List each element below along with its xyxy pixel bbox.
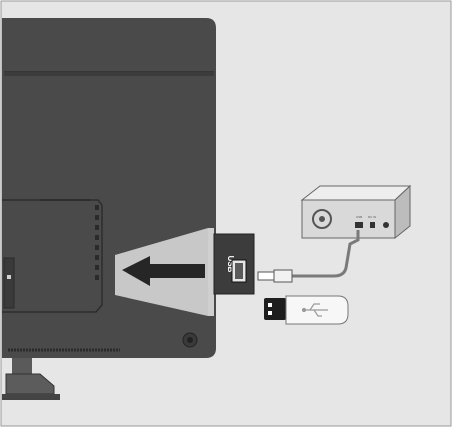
usb-port-panel: USB <box>213 233 255 295</box>
usb-cable <box>290 230 360 278</box>
drive-port-label-usb: USB <box>356 215 362 219</box>
usb-symbol-icon <box>301 303 328 317</box>
external-hdd-icon: USB DC IN <box>300 184 412 240</box>
usb-flash-drive-icon <box>264 295 349 325</box>
left-arrow-icon <box>122 256 205 286</box>
usb-plug <box>257 269 293 283</box>
usb-port-label: USB <box>226 256 235 273</box>
tv-stand <box>2 358 60 400</box>
drive-port-label-dc: DC IN <box>368 215 376 219</box>
side-buttons <box>95 205 99 280</box>
